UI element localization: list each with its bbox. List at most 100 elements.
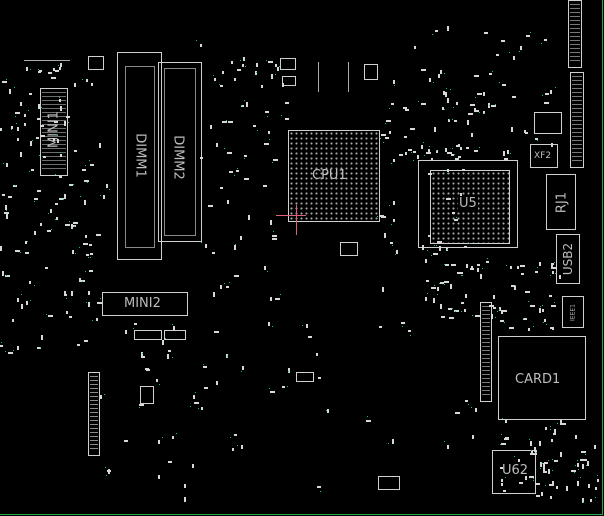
cursor-crosshair-horizontal — [276, 215, 306, 216]
smd-pad — [73, 222, 78, 224]
smd-pad — [431, 158, 433, 161]
via-dot — [410, 335, 411, 336]
smd-pad — [502, 84, 506, 86]
via-dot — [392, 245, 393, 246]
usb2-label: USB2 — [561, 242, 575, 276]
smd-pad — [521, 273, 524, 275]
smd-pad — [401, 322, 405, 324]
smd-pad — [263, 185, 267, 187]
smd-pad — [503, 151, 505, 156]
smd-pad — [493, 295, 495, 299]
smd-pad — [81, 280, 85, 282]
smd-pad — [210, 125, 212, 129]
smd-pad — [468, 113, 473, 115]
smd-pad — [107, 470, 111, 472]
via-dot — [427, 250, 428, 251]
via-dot — [142, 353, 143, 354]
smd-pad — [421, 145, 423, 149]
via-dot — [30, 69, 31, 70]
smd-pad — [45, 267, 48, 269]
small-part — [296, 372, 314, 382]
via-dot — [554, 262, 555, 263]
smd-pad — [241, 445, 243, 449]
via-dot — [63, 199, 64, 200]
smd-pad — [422, 245, 424, 250]
smd-pad — [227, 152, 232, 154]
via-dot — [59, 97, 60, 98]
via-dot — [461, 275, 462, 276]
smd-pad — [308, 336, 312, 338]
mini1-connector[interactable] — [40, 88, 68, 176]
smd-pad — [530, 441, 532, 446]
smd-pad — [5, 205, 7, 210]
smd-pad — [381, 216, 386, 218]
smd-pad — [470, 268, 474, 270]
smd-pad — [530, 453, 535, 455]
smd-pad — [69, 316, 72, 318]
smd-pad — [588, 484, 590, 488]
smd-pad — [577, 481, 579, 486]
small-part — [280, 58, 296, 70]
ieee1-label: IEEE1 — [569, 304, 577, 321]
smd-pad — [445, 264, 449, 266]
smd-pad — [270, 297, 272, 301]
via-dot — [198, 408, 199, 409]
smd-pad — [89, 244, 92, 246]
smd-pad — [443, 91, 445, 95]
smd-pad — [36, 137, 39, 139]
mini1-pins — [42, 92, 66, 172]
via-dot — [57, 135, 58, 136]
smd-pad — [85, 235, 87, 238]
smd-pad — [465, 400, 468, 402]
smd-pad — [9, 89, 11, 94]
smd-pad — [57, 139, 59, 143]
cpu1-bga[interactable] — [288, 130, 380, 222]
smd-pad — [477, 268, 479, 272]
via-dot — [523, 318, 524, 319]
left-vertical-header[interactable] — [88, 372, 100, 456]
smd-pad — [493, 307, 496, 309]
xf2-component[interactable] — [530, 144, 558, 168]
smd-pad — [29, 93, 32, 95]
top-right-header[interactable] — [568, 0, 582, 68]
smd-pad — [84, 180, 89, 182]
usb2-connector[interactable] — [556, 234, 580, 284]
dimm1-slot[interactable] — [117, 52, 162, 260]
via-dot — [575, 465, 576, 466]
smd-pad — [551, 264, 553, 269]
via-dot — [402, 326, 403, 327]
smd-pad — [38, 104, 40, 109]
smd-pad — [560, 452, 562, 457]
smd-pad — [437, 287, 439, 291]
via-dot — [244, 100, 245, 101]
smd-pad — [53, 138, 55, 141]
via-dot — [6, 79, 7, 80]
smd-pad — [504, 158, 508, 160]
smd-pad — [529, 476, 534, 478]
card1-reader[interactable] — [498, 336, 586, 420]
u62-chip[interactable] — [492, 450, 536, 494]
center-vertical-connector[interactable] — [480, 302, 492, 402]
smd-pad — [54, 121, 58, 123]
smd-pad — [410, 128, 415, 130]
via-dot — [540, 468, 541, 469]
smd-pad — [43, 156, 46, 158]
smd-pad — [517, 266, 519, 269]
rj1-connector[interactable] — [546, 174, 576, 230]
via-dot — [196, 40, 197, 41]
smd-pad — [37, 190, 41, 192]
smd-pad — [243, 57, 245, 61]
small-part — [88, 56, 104, 70]
smd-pad — [523, 318, 527, 320]
ieee1-connector[interactable] — [562, 296, 584, 328]
dimm2-slot[interactable] — [158, 62, 202, 242]
via-dot — [100, 298, 101, 299]
via-dot — [16, 123, 17, 124]
mini2-connector[interactable] — [102, 292, 188, 316]
smd-pad — [227, 200, 229, 204]
smd-pad — [460, 147, 462, 150]
smd-pad — [454, 120, 457, 122]
right-header-2[interactable] — [570, 72, 584, 168]
via-dot — [552, 470, 553, 471]
